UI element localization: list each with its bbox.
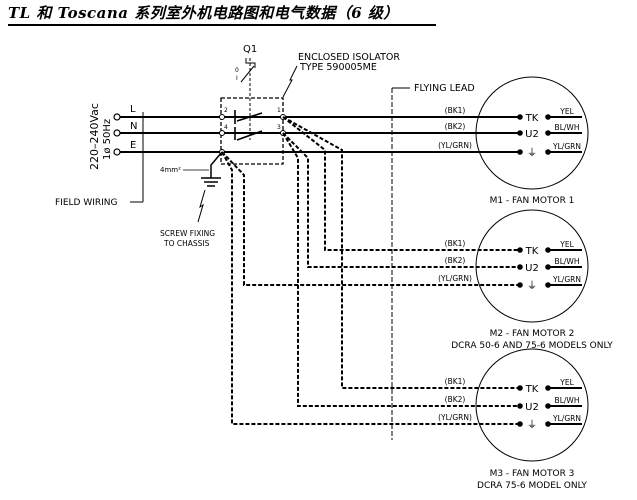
motor-2-terminal-label: TK xyxy=(525,246,539,257)
motor-1-wire-in-label: (YL/GRN) xyxy=(438,141,472,150)
motor-3-wire-in-label: (BK2) xyxy=(445,395,466,404)
isolator-label-1: ENCLOSED ISOLATOR xyxy=(298,52,400,63)
field-wiring-label: FIELD WIRING xyxy=(55,198,118,208)
motor-3-note: DCRA 75-6 MODEL ONLY xyxy=(477,481,587,491)
screw-label-1: SCREW FIXING xyxy=(160,229,215,238)
isolator-enclosure xyxy=(220,97,284,165)
motor-feed-wires xyxy=(221,116,520,425)
supply-terminals xyxy=(113,113,121,156)
motor-1-wire-out-label: BL/WH xyxy=(555,123,580,132)
motor-2-terminal-dot xyxy=(517,247,523,253)
motor-2-terminal-label: ⏚ xyxy=(527,280,537,292)
motor-1-terminal-dot xyxy=(517,114,523,120)
motor-2-wire-out-label: BL/WH xyxy=(555,257,580,266)
supply-terminal-e xyxy=(113,148,121,156)
motor-3-wire-in-label: (BK1) xyxy=(445,377,466,386)
earth-size-label: 4mm² xyxy=(160,166,181,174)
motor-3-terminal-dot xyxy=(517,385,523,391)
motor-2-wire-out-label: YL/GRN xyxy=(552,275,581,284)
chassis-earth xyxy=(201,151,223,187)
motor-2-terminal-dot xyxy=(517,282,523,288)
motor-1-name: M1 - FAN MOTOR 1 xyxy=(490,196,575,206)
motor-1-terminal-label: ⏚ xyxy=(527,147,537,159)
motor-3-housing xyxy=(475,348,589,462)
isolator-pos-1: I xyxy=(236,75,238,82)
motors: (BK1)TKYEL(BK2)U2BL/WH(YL/GRN)⏚YL/GRNM1 … xyxy=(438,76,613,491)
motor-2-terminal-label: U2 xyxy=(525,263,539,274)
motor-1-housing xyxy=(475,76,589,190)
motor-1-wire-out-label: YEL xyxy=(559,107,574,116)
isolator-terminal-4: 4 xyxy=(224,124,228,131)
motor-3-terminal-dot xyxy=(517,403,523,409)
motor-1-terminal-dot xyxy=(517,149,523,155)
field-wiring-bracket xyxy=(130,112,144,203)
motor-2-wire-in-label: (BK2) xyxy=(445,256,466,265)
line-label-l: L xyxy=(130,104,136,115)
motor-3-terminal-label: TK xyxy=(525,384,539,395)
flying-lead-label: FLYING LEAD xyxy=(414,83,475,94)
motor-2-housing xyxy=(475,209,589,323)
motor-2-note: DCRA 50-6 AND 75-6 MODELS ONLY xyxy=(451,341,613,351)
isolator-terminal-1: 1 xyxy=(277,107,281,114)
isolator-label-2: TYPE 590005ME xyxy=(299,62,377,73)
supply-lines xyxy=(120,116,520,153)
motor-3-terminal-dot xyxy=(517,421,523,427)
line-label-e: E xyxy=(130,140,136,151)
motor-1-wire-out-label: YL/GRN xyxy=(552,142,581,151)
supply-phase-label: 1ø 50Hz xyxy=(102,119,113,160)
supply-voltage-label: 220–240Vac xyxy=(88,103,101,170)
motor-2-wire-in-label: (BK1) xyxy=(445,239,466,248)
page-title: TL 和 Toscana 系列室外机电路图和电气数据（6 级） xyxy=(8,2,436,26)
motor-2-name: M2 - FAN MOTOR 2 xyxy=(490,329,575,339)
motor-2-wire-in-label: (YL/GRN) xyxy=(438,274,472,283)
supply-terminal-n xyxy=(113,129,121,137)
isolator-leader xyxy=(282,65,298,98)
motor-2-terminal-dot xyxy=(517,264,523,270)
motor-3-wire-out-label: YEL xyxy=(559,378,574,387)
motor-3-wire-out-label: YL/GRN xyxy=(552,414,581,423)
isolator-terminal-2: 2 xyxy=(224,107,228,114)
isolator-pos-0: 0 xyxy=(235,67,239,74)
motor-1-wire-in-label: (BK2) xyxy=(445,122,466,131)
screw-label-2: TO CHASSIS xyxy=(163,239,210,248)
isolator-contacts xyxy=(234,110,263,141)
motor-3-wire-out-label: BL/WH xyxy=(555,396,580,405)
motor-3-terminal-label: ⏚ xyxy=(527,419,537,431)
motor-2-wire-out-label: YEL xyxy=(559,240,574,249)
motor-1-wire-in-label: (BK1) xyxy=(445,106,466,115)
motor-3-terminal-label: U2 xyxy=(525,402,539,413)
motor-3-name: M3 - FAN MOTOR 3 xyxy=(490,469,575,479)
line-label-n: N xyxy=(130,121,137,132)
screw-leader xyxy=(197,189,206,223)
isolator-actuator xyxy=(240,58,256,140)
motor-3-wire-in-label: (YL/GRN) xyxy=(438,413,472,422)
isolator-ref: Q1 xyxy=(243,44,257,55)
motor-1-terminal-label: TK xyxy=(525,113,539,124)
motor-1-terminal-label: U2 xyxy=(525,129,539,140)
supply-terminal-l xyxy=(113,113,121,121)
motor-1-terminal-dot xyxy=(517,130,523,136)
isolator-terminal-3: 3 xyxy=(277,124,281,131)
